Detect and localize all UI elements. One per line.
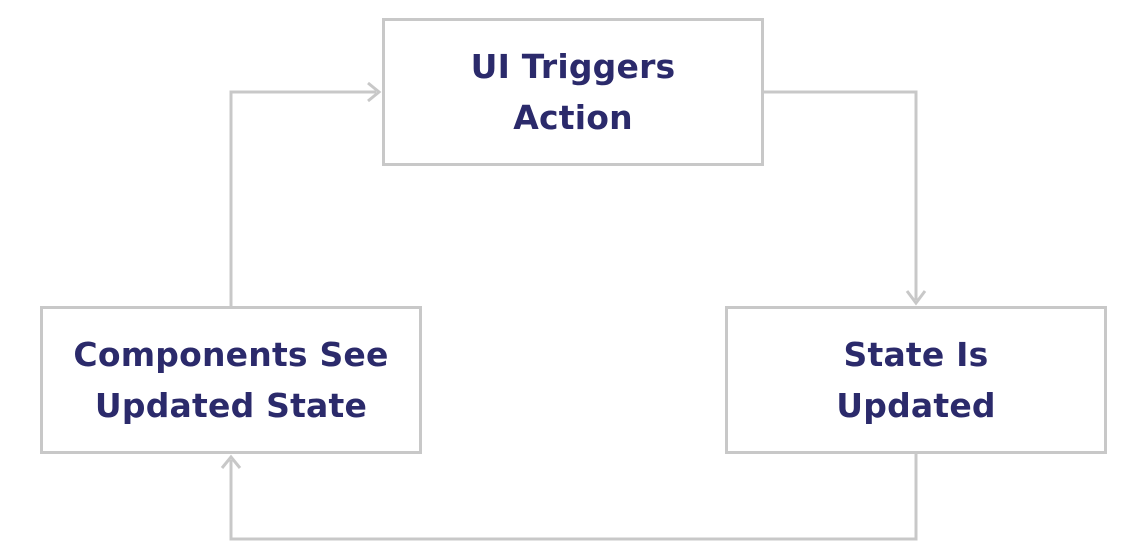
node-label-line: State Is bbox=[843, 334, 989, 374]
node-label-line: Updated bbox=[836, 386, 996, 425]
arrowhead-right-icon bbox=[367, 81, 382, 103]
node-components-see-updated-state: Components See Updated State bbox=[40, 306, 422, 454]
node-ui-triggers-action: UI Triggers Action bbox=[382, 18, 764, 166]
edge-action-to-state bbox=[764, 90, 918, 300]
edge-components-to-action bbox=[229, 90, 376, 306]
node-label: State Is Updated bbox=[836, 329, 996, 431]
arrowhead-down-icon bbox=[905, 290, 927, 306]
edge-state-to-components bbox=[229, 454, 918, 541]
arrowhead-up-icon bbox=[220, 454, 242, 469]
node-state-is-updated: State Is Updated bbox=[725, 306, 1107, 454]
node-label: UI Triggers Action bbox=[471, 41, 676, 143]
node-label-line: Action bbox=[513, 98, 633, 137]
node-label-line: UI Triggers bbox=[470, 46, 676, 86]
node-label-line: Updated State bbox=[94, 386, 368, 425]
node-label-line: Components See bbox=[73, 334, 389, 374]
node-label: Components See Updated State bbox=[73, 329, 388, 431]
